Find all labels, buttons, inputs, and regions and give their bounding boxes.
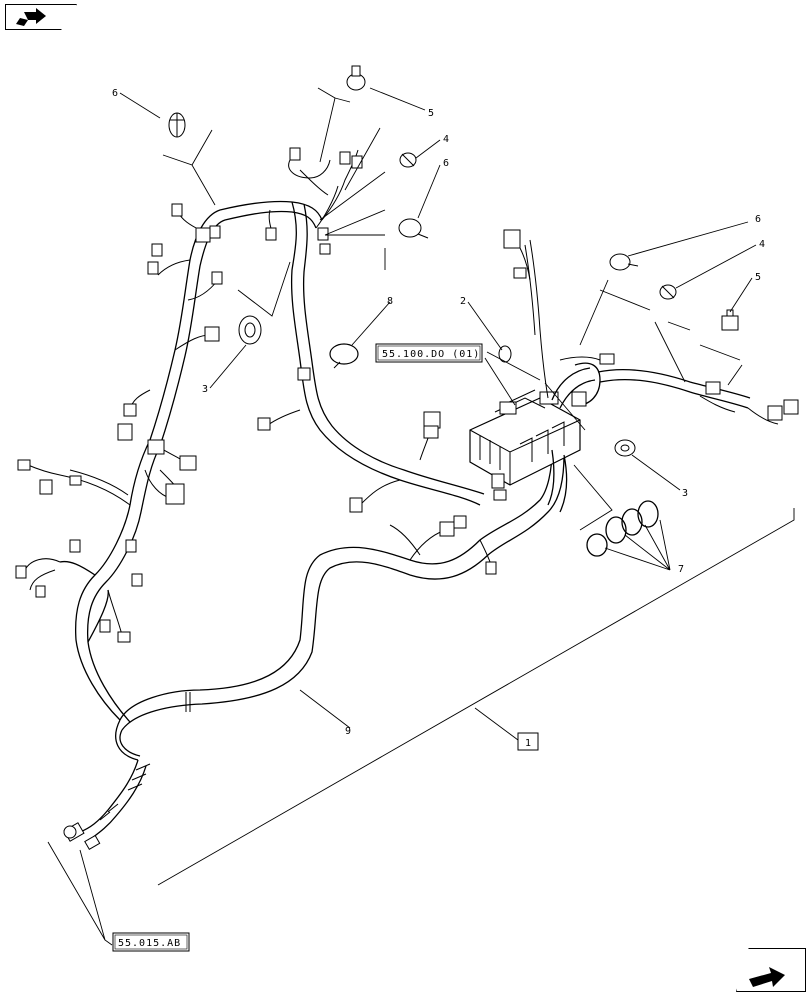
callout-labels: 6 5 4 6 8 2 3 3 6 4 5 7 9 1 [112,88,765,751]
forward-arrow-icon [749,967,785,987]
reference-boxes: 55.100.DO (01) 55.015.AB [112,343,483,952]
callout-9: 9 [345,726,351,737]
callout-7: 7 [678,564,684,575]
callout-2: 2 [460,296,466,307]
leader-lines [47,87,795,946]
loose-parts [168,65,739,557]
callout-6b: 6 [443,158,449,169]
callout-1: 1 [525,738,531,749]
callout-3b: 3 [682,488,688,499]
callout-4b: 4 [759,239,765,250]
callout-5a: 5 [428,108,434,119]
callout-6a: 6 [112,88,118,99]
back-arrow-icon [16,8,46,26]
center-harness-branch [257,147,497,575]
fuse-box-ref-label[interactable]: 55.100.DO (01) [382,349,480,360]
left-harness-branch [15,200,323,723]
callout-3a: 3 [202,384,208,395]
connector-ref-label[interactable]: 55.015.AB [118,938,181,949]
callout-4a: 4 [443,134,449,145]
fuse-box-assembly [469,229,799,513]
callout-8: 8 [387,296,393,307]
callout-5b: 5 [755,272,761,283]
callout-6c: 6 [755,214,761,225]
main-harness [63,449,565,851]
